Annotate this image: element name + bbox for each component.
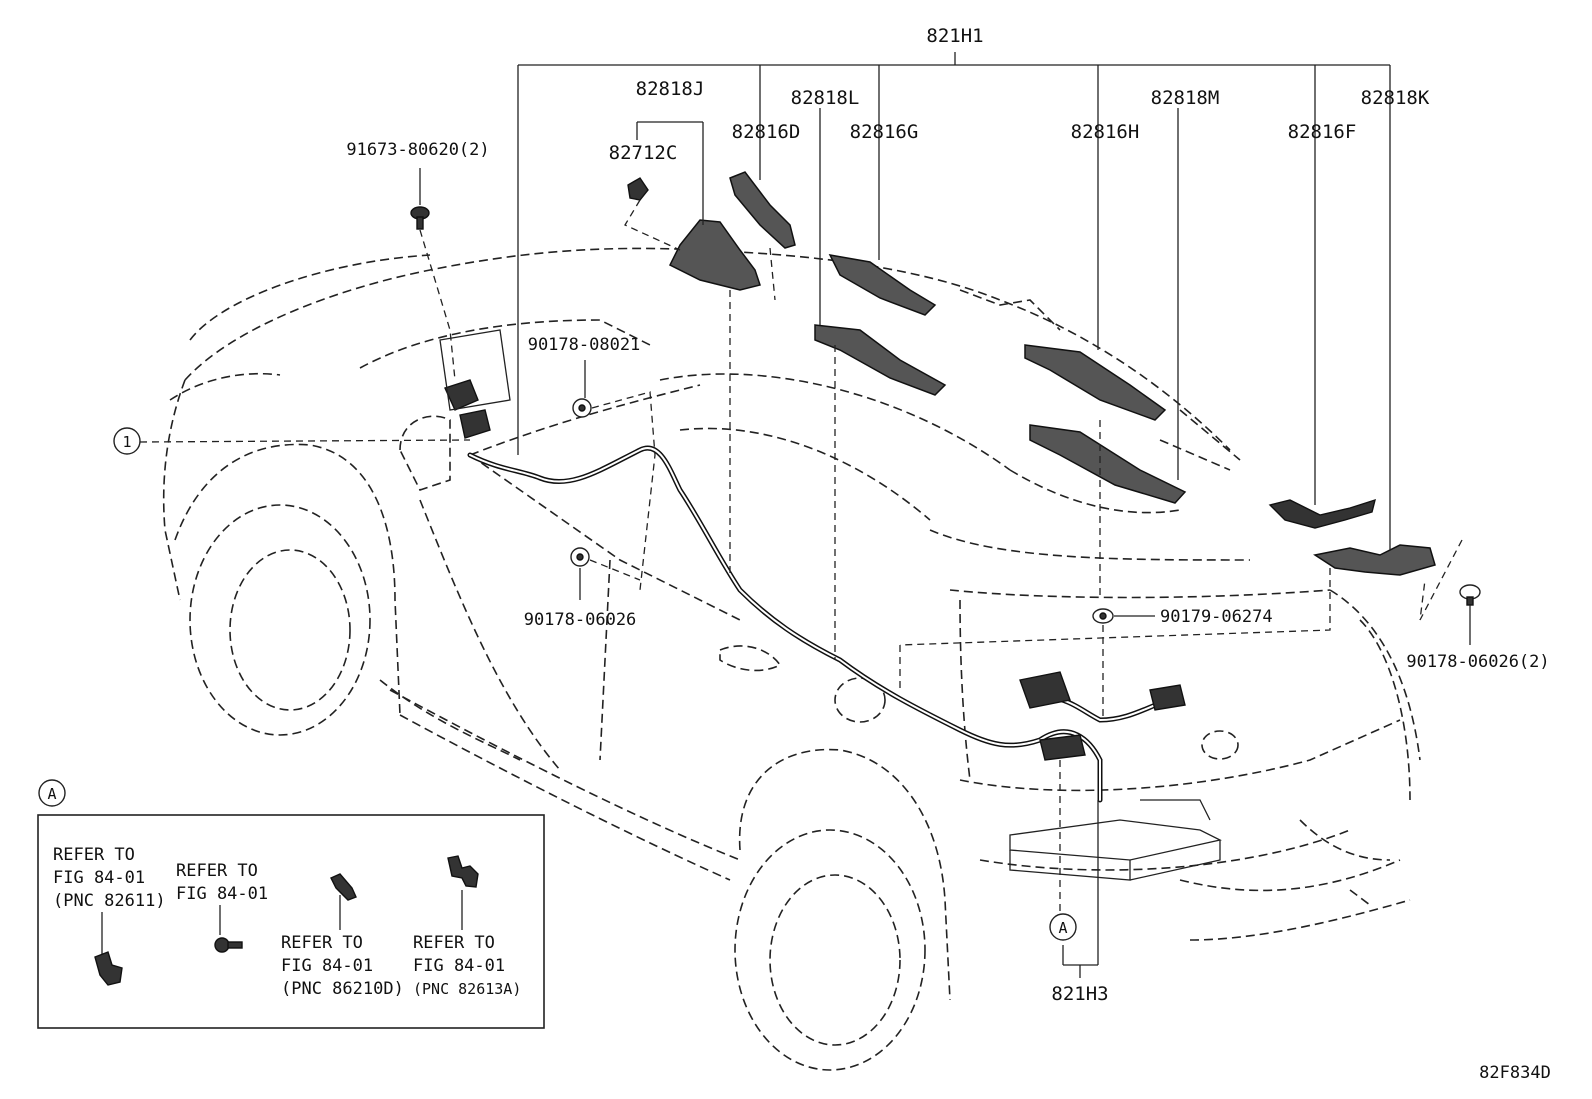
label-clip-90179-06274: 90179-06274 [1160, 607, 1273, 627]
part-82816g [828, 254, 937, 316]
label-82712c: 82712C [609, 142, 678, 164]
part-82818l [814, 324, 947, 396]
label-82816g: 82816G [850, 121, 919, 143]
callout-a: A [1049, 913, 1077, 941]
part-82816f [1268, 498, 1376, 529]
svg-text:A: A [1058, 919, 1067, 937]
clip-90179-06274-icon [1092, 608, 1114, 624]
figure-code: 82F834D [1479, 1063, 1551, 1083]
part-82816h [1024, 344, 1167, 421]
label-clip-90178-06026-2: 90178-06026(2) [1406, 652, 1549, 672]
inset-part-82613a-icon [447, 855, 479, 888]
svg-text:1: 1 [122, 433, 131, 451]
inset-bolt-icon [214, 937, 243, 953]
label-82816h: 82816H [1071, 121, 1140, 143]
inset-a: A REFER TO FIG 84-01 (PNC 82611) REFER T… [37, 779, 545, 1029]
inset-ref3-line2: FIG 84-01 [281, 956, 373, 976]
inset-ref4-line3: (PNC 82613A) [413, 980, 521, 998]
label-82818l: 82818L [791, 87, 860, 109]
inset-ref2-line2: FIG 84-01 [176, 884, 268, 904]
inset-part-82611-icon [94, 951, 123, 986]
inset-ref1-line1: REFER TO [53, 845, 135, 865]
bolt-91673-icon [410, 206, 430, 230]
inset-ref3-line3: (PNC 86210D) [281, 979, 404, 999]
label-82818m: 82818M [1151, 87, 1220, 109]
part-82818j [668, 219, 761, 291]
label-82818k: 82818K [1361, 87, 1430, 109]
label-bolt-91673: 91673-80620(2) [346, 140, 489, 160]
inset-part-86210d-icon [330, 873, 357, 901]
part-82818k [1313, 544, 1436, 576]
front-connector [439, 329, 511, 439]
inset-ref2-line1: REFER TO [176, 861, 258, 881]
label-clip-90178-08021: 90178-08021 [528, 335, 641, 355]
rear-tray [1009, 799, 1222, 881]
inset-ref4-line2: FIG 84-01 [413, 956, 505, 976]
label-821h1: 821H1 [926, 25, 983, 47]
inset-ref1-line3: (PNC 82611) [53, 891, 166, 911]
clip-90178-06026-2-icon [1459, 584, 1481, 606]
label-82816d: 82816D [732, 121, 801, 143]
clip-90178-08021-icon [572, 398, 592, 418]
inset-ref3-line1: REFER TO [281, 933, 363, 953]
leader-lines [139, 52, 1471, 978]
main-harness-wire [467, 445, 1186, 803]
label-82816f: 82816F [1288, 121, 1357, 143]
vehicle-body-outline [162, 247, 1421, 1071]
part-82712c [627, 177, 649, 201]
inset-ref1-line2: FIG 84-01 [53, 868, 145, 888]
callout-1: 1 [113, 427, 141, 455]
inset-ref4-line1: REFER TO [413, 933, 495, 953]
part-82816d [729, 171, 796, 249]
label-82818j: 82818J [636, 78, 705, 100]
clip-90178-06026-icon [570, 547, 590, 567]
label-821h3: 821H3 [1051, 983, 1108, 1005]
inset-marker: A [47, 785, 56, 803]
label-clip-90178-06026: 90178-06026 [524, 610, 637, 630]
